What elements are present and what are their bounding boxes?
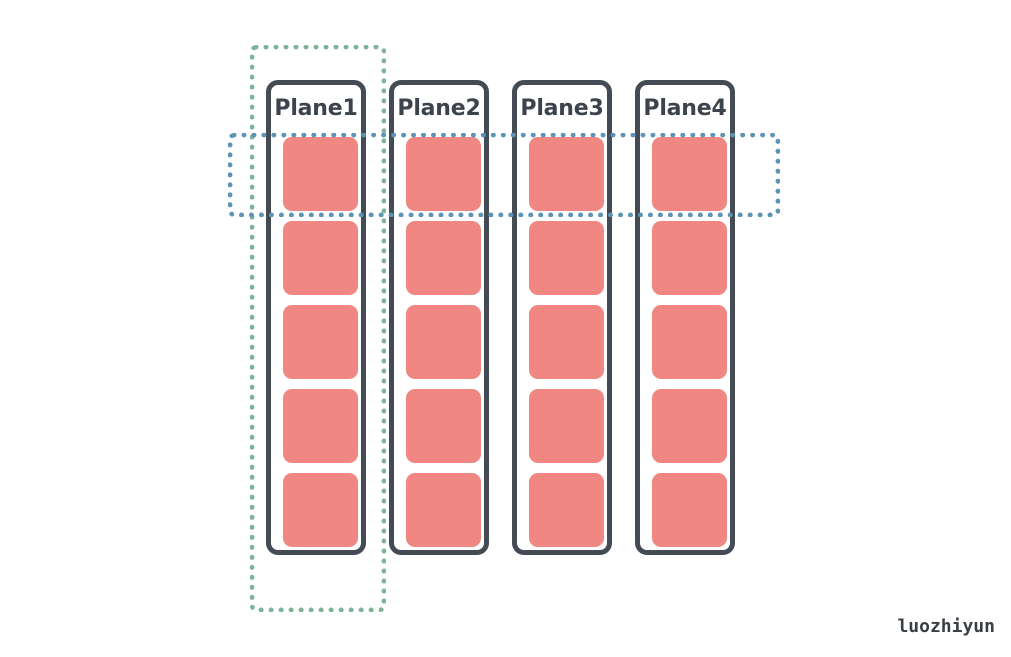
plane-4-cell bbox=[652, 305, 727, 379]
plane-1-cell bbox=[283, 389, 358, 463]
plane-2-cell bbox=[406, 389, 481, 463]
plane-2-cell bbox=[406, 137, 481, 211]
plane-3-cell bbox=[529, 305, 604, 379]
plane-2-cell bbox=[406, 473, 481, 547]
plane-1-cell bbox=[283, 473, 358, 547]
plane-3-cell bbox=[529, 221, 604, 295]
plane-4-cell bbox=[652, 473, 727, 547]
plane-2: Plane2 bbox=[389, 80, 489, 555]
plane-4-cell bbox=[652, 389, 727, 463]
plane-1-cell bbox=[283, 305, 358, 379]
plane-3-cell bbox=[529, 389, 604, 463]
watermark: luozhiyun bbox=[897, 616, 995, 637]
column-group-outline bbox=[250, 45, 386, 612]
plane-2-label: Plane2 bbox=[397, 96, 481, 121]
plane-2-cell bbox=[406, 305, 481, 379]
plane-1-label: Plane1 bbox=[274, 96, 358, 121]
plane-1: Plane1 bbox=[266, 80, 366, 555]
plane-4-label: Plane4 bbox=[643, 96, 727, 121]
plane-2-cell bbox=[406, 221, 481, 295]
plane-3: Plane3 bbox=[512, 80, 612, 555]
plane-4: Plane4 bbox=[635, 80, 735, 555]
plane-3-label: Plane3 bbox=[520, 96, 604, 121]
plane-4-cell bbox=[652, 221, 727, 295]
plane-3-cell bbox=[529, 137, 604, 211]
plane-1-cell bbox=[283, 221, 358, 295]
row-group-outline bbox=[228, 133, 780, 217]
plane-3-cell bbox=[529, 473, 604, 547]
plane-1-cell bbox=[283, 137, 358, 211]
plane-4-cell bbox=[652, 137, 727, 211]
